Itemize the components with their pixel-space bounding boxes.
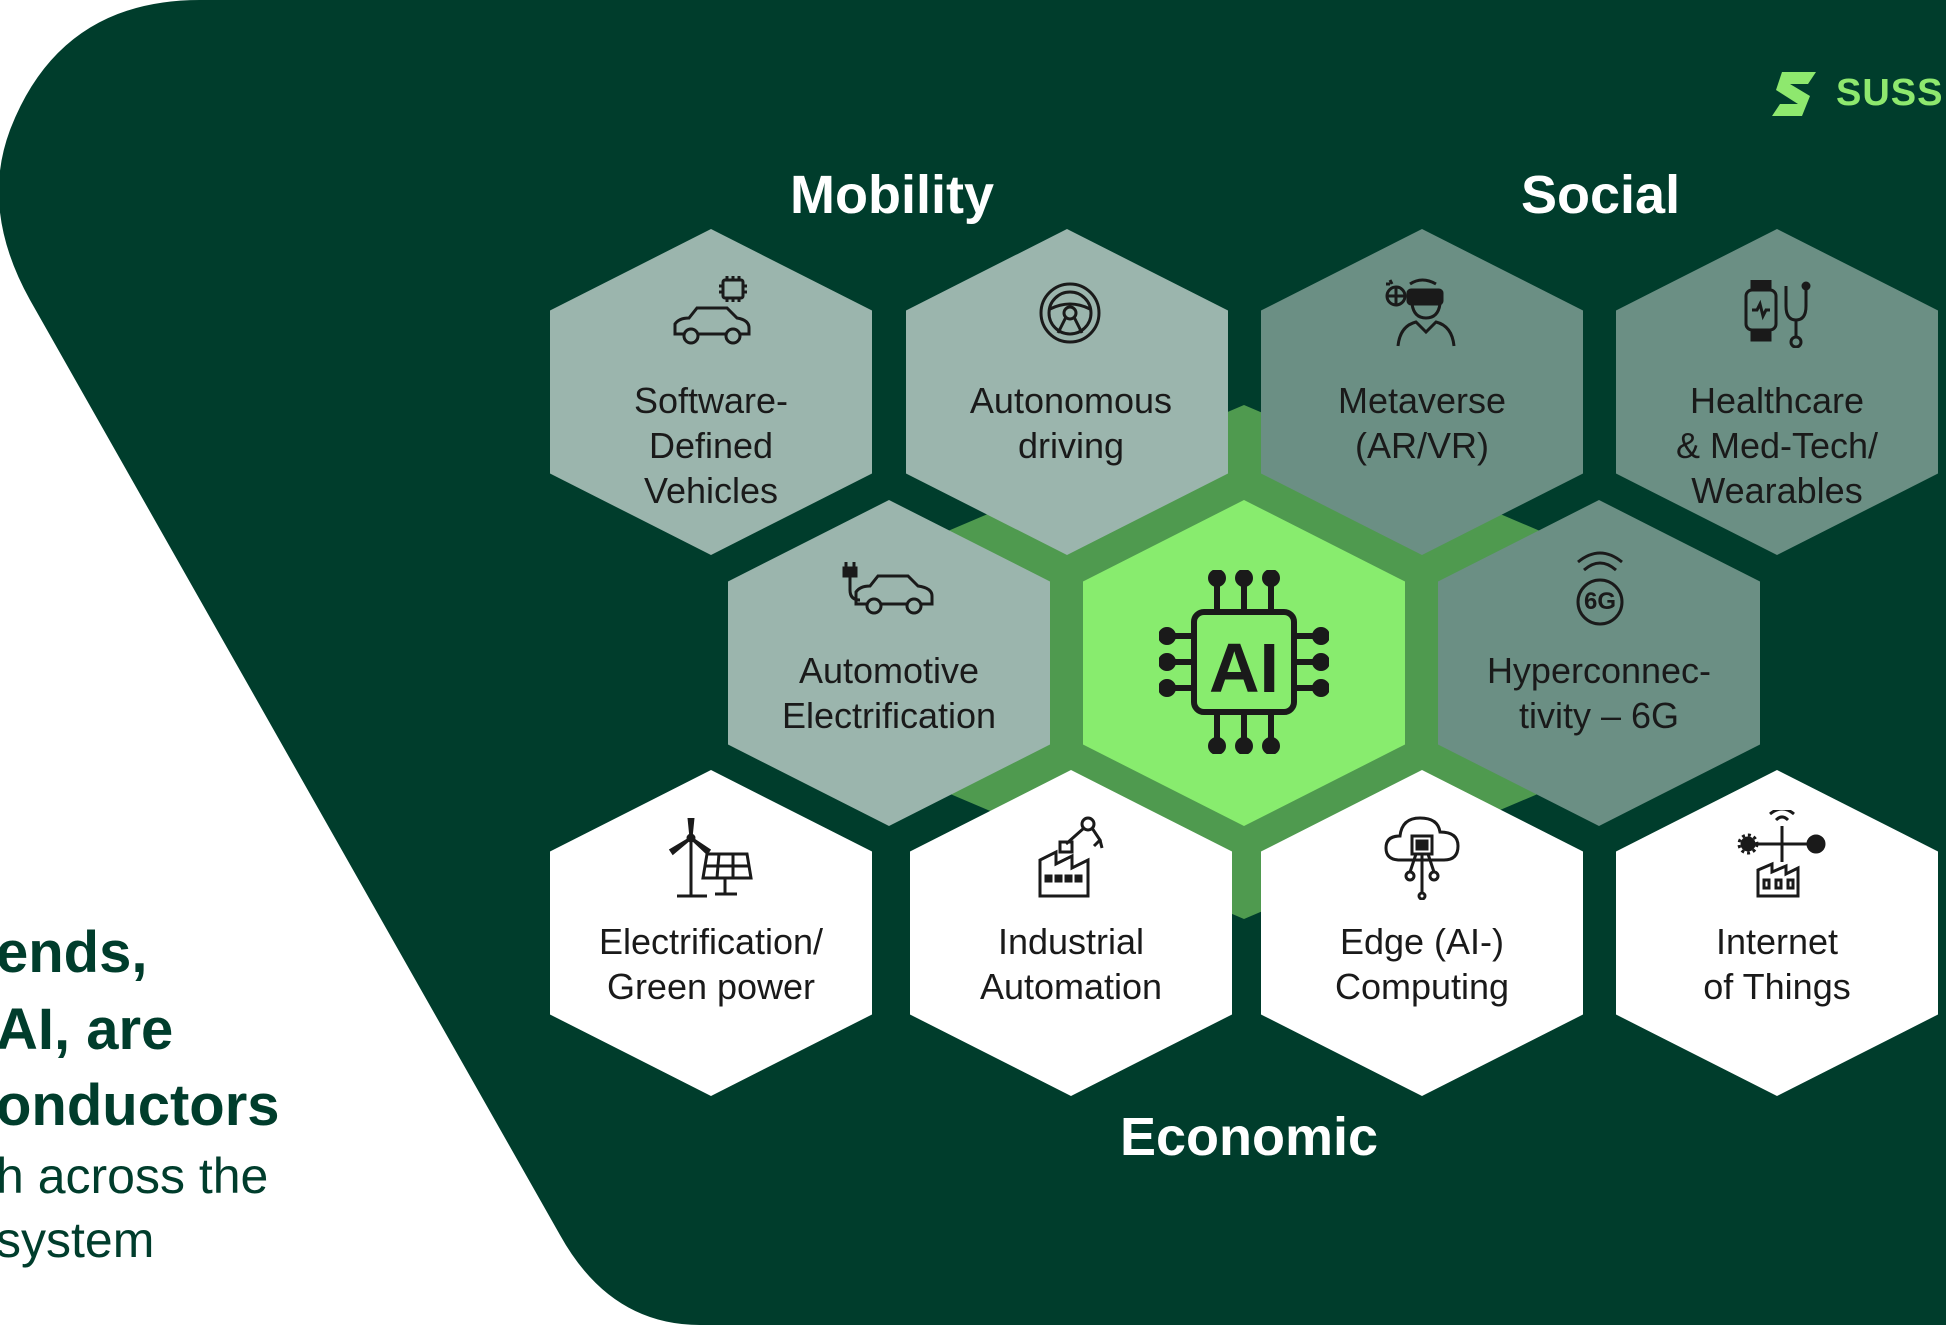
hex-label-line: Industrial (997, 921, 1145, 962)
cloud-chip-icon (1384, 816, 1460, 900)
hex-label-line: tivity – 6G (1518, 695, 1680, 736)
electric-car-icon (842, 562, 934, 615)
steering-wheel-icon (1039, 282, 1101, 344)
hex-label-sdv: Software- Defined Vehicles (550, 378, 872, 513)
wind-solar-icon (668, 818, 753, 898)
hex-label-line: Edge (AI-) (1339, 921, 1505, 962)
hex-label-line: Electrification/ (598, 921, 824, 962)
hex-label-edge: Edge (AI-) Computing (1261, 919, 1583, 1009)
hex-label-line: Electrification (781, 695, 997, 736)
vr-headset-icon (1385, 278, 1456, 347)
6g-signal-icon (1576, 551, 1624, 626)
hex-label-line: driving (1017, 425, 1125, 466)
left-subtext-line-1: h across the (0, 1148, 269, 1204)
hex-label-line: Healthcare (1689, 380, 1865, 421)
hex-label-line: Wearables (1691, 470, 1863, 511)
hex-label-metaverse: Metaverse (AR/VR) (1261, 378, 1583, 468)
category-social: Social (1521, 165, 1681, 225)
hex-label-line: Defined (648, 425, 774, 466)
left-heading-line-2: AI, are (0, 997, 174, 1062)
hex-label-electrification: Electrification/ Green power (550, 919, 872, 1009)
left-heading-line-3: onductors (0, 1073, 280, 1138)
smartwatch-stethoscope-icon (1744, 280, 1811, 348)
hex-software-defined-vehicles (550, 229, 872, 555)
robot-arm-factory-icon (1038, 816, 1104, 898)
hex-label-line: & Med-Tech/ (1675, 425, 1879, 466)
hex-label-auto-elec: Automotive Electrification (728, 648, 1050, 738)
brand-logo-text: SUSS (1836, 72, 1944, 114)
hex-label-hyper: Hyperconnec- tivity – 6G (1438, 648, 1760, 738)
hex-label-line: Software- (633, 380, 789, 421)
hex-label-healthcare: Healthcare & Med-Tech/ Wearables (1616, 378, 1938, 513)
hex-label-autonomous: Autonomous driving (910, 378, 1232, 468)
category-economic: Economic (1120, 1107, 1379, 1167)
hex-label-line: of Things (1703, 966, 1851, 1007)
hex-label-line: (AR/VR) (1355, 425, 1489, 466)
hex-label-iot: Internet of Things (1616, 919, 1938, 1009)
software-car-icon (673, 276, 751, 345)
iot-factory-icon (1737, 810, 1826, 898)
hex-label-line: Hyperconnec- (1486, 650, 1712, 691)
left-heading-line-1: ends, (0, 920, 148, 985)
hex-label-line: Internet (1715, 921, 1839, 962)
hex-label-line: Autonomous (969, 380, 1173, 421)
hex-label-line: Metaverse (1337, 380, 1507, 421)
hex-label-line: Computing (1334, 966, 1510, 1007)
hex-label-line: Green power (606, 966, 816, 1007)
suss-logo-icon (1772, 72, 1816, 116)
category-mobility: Mobility (790, 165, 994, 225)
ai-chip-icon (1159, 570, 1329, 754)
left-subtext-line-2: system (0, 1212, 155, 1268)
hex-label-industrial: Industrial Automation (910, 919, 1232, 1009)
6g-badge-text: 6G (1583, 588, 1616, 615)
hex-label-line: Automotive (798, 650, 980, 691)
ai-center-label: AI (1209, 629, 1279, 707)
hex-label-line: Automation (979, 966, 1163, 1007)
hex-label-line: Vehicles (643, 470, 779, 511)
